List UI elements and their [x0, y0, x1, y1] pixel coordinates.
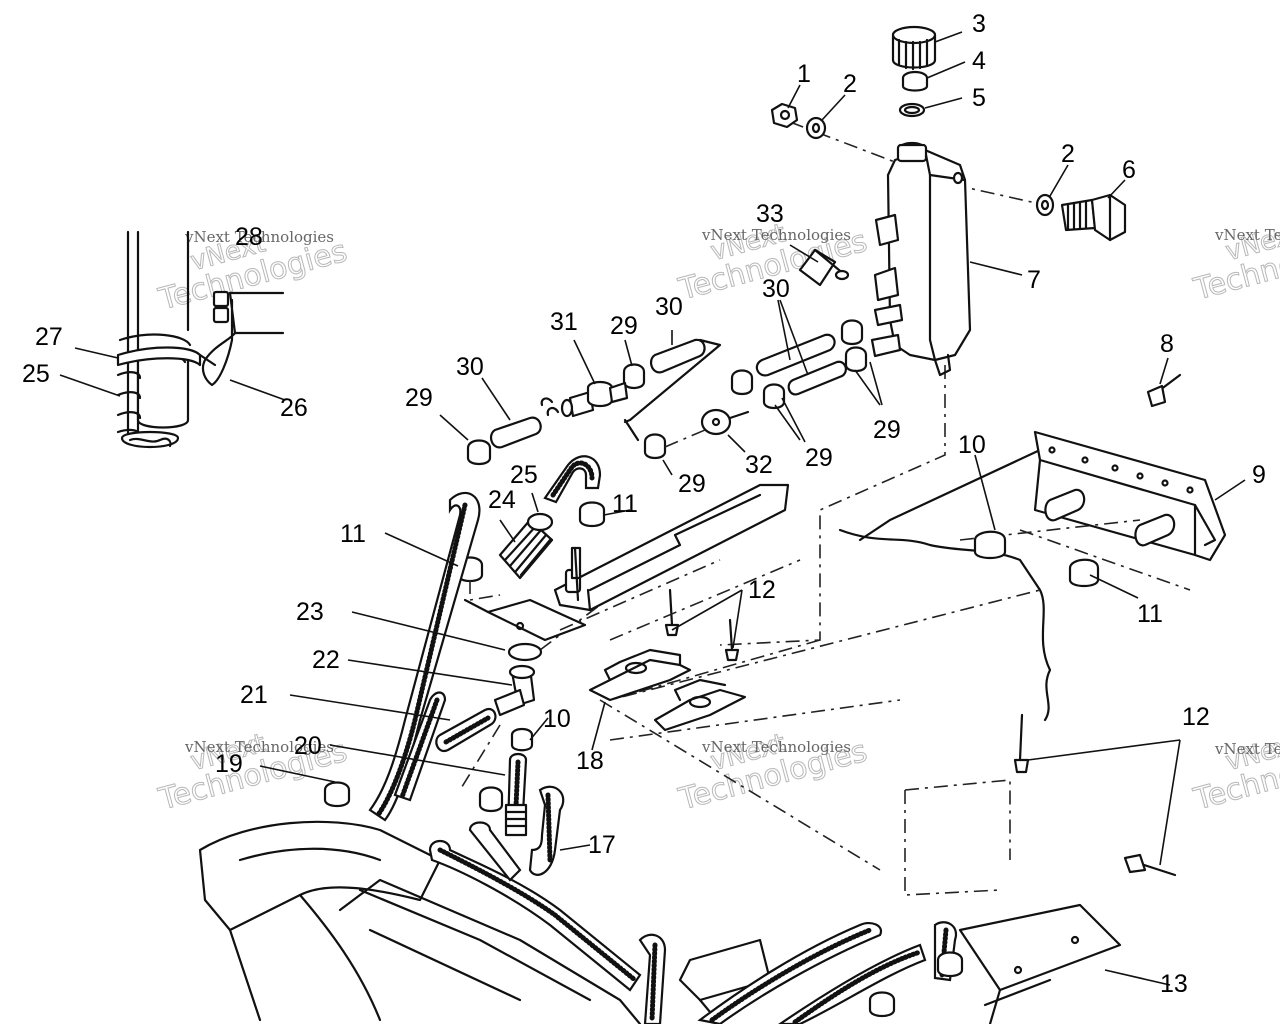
callout-3: 3: [972, 10, 986, 38]
chassis-outline: [539, 365, 1191, 896]
callout-29: 29: [873, 416, 901, 444]
callout-26: 26: [280, 394, 308, 422]
callout-20: 20: [294, 732, 322, 760]
callout-11: 11: [1137, 600, 1163, 628]
tee-fitting: [493, 642, 543, 717]
bellows-hose: [498, 512, 554, 580]
callout-2: 2: [843, 70, 857, 98]
callout-19: 19: [215, 750, 243, 778]
callout-30: 30: [456, 353, 484, 381]
callout-30: 30: [762, 275, 790, 303]
callout-21: 21: [240, 681, 268, 709]
callout-31: 31: [550, 308, 578, 336]
callout-13: 13: [1160, 970, 1188, 998]
callout-22: 22: [312, 646, 340, 674]
nut: [770, 102, 799, 129]
callout-11: 11: [340, 520, 366, 548]
callout-33: 33: [756, 200, 784, 228]
callout-18: 18: [576, 747, 604, 775]
callout-8: 8: [1160, 330, 1174, 358]
elbow-hose: [543, 455, 602, 504]
watermark-small: vNext Technologies: [184, 738, 334, 756]
callout-23: 23: [296, 598, 324, 626]
spring-clamp: [578, 501, 606, 528]
radiator-bracket: [973, 430, 1227, 588]
callout-29: 29: [405, 384, 433, 412]
callout-30: 30: [655, 293, 683, 321]
callout-10: 10: [958, 431, 986, 459]
callout-12: 12: [748, 576, 776, 604]
callout-17: 17: [588, 831, 616, 859]
callout-12: 12: [1182, 703, 1210, 731]
watermark-small: vNext Technologies: [701, 226, 851, 244]
callout-28: 28: [235, 223, 263, 251]
hose-clip: [798, 248, 850, 287]
watermark-small: vNext Technologies: [184, 228, 334, 246]
o-ring: [898, 102, 926, 118]
mounting-brackets: [588, 648, 747, 732]
callout-1: 1: [797, 60, 811, 88]
reservoir-cap: [891, 25, 937, 71]
callout-11: 11: [612, 490, 638, 518]
callout-4: 4: [972, 47, 986, 75]
watermark-small: vNext Technologies: [1214, 226, 1280, 244]
callout-25: 25: [22, 360, 50, 388]
callout-29: 29: [610, 312, 638, 340]
callout-9: 9: [1252, 461, 1266, 489]
callout-29: 29: [678, 470, 706, 498]
callout-6: 6: [1122, 156, 1136, 184]
callout-25: 25: [510, 461, 538, 489]
leader-lines: [59, 31, 1246, 986]
hose-assembly-upper: [466, 319, 868, 466]
callout-2: 2: [1061, 140, 1075, 168]
washer: [805, 116, 827, 140]
inset-detail: [116, 230, 285, 448]
watermark-small: vNext Technologies: [1214, 740, 1280, 758]
heat-exchanger: [553, 483, 790, 612]
coolant-hoses: [323, 491, 964, 1024]
cap-gasket: [901, 70, 929, 92]
callout-24: 24: [488, 486, 516, 514]
callout-5: 5: [972, 84, 986, 112]
callout-7: 7: [1027, 266, 1041, 294]
bolt: [1060, 193, 1127, 242]
washer-right: [1035, 193, 1055, 217]
callout-27: 27: [35, 323, 63, 351]
callout-32: 32: [745, 451, 773, 479]
front-body: [198, 820, 1122, 1024]
callout-10: 10: [543, 705, 571, 733]
callout-29: 29: [805, 444, 833, 472]
coolant-reservoir-tank: [870, 141, 972, 377]
watermark-small: vNext Technologies: [701, 738, 851, 756]
callout-labels: 1 2 2 3 4 5 6 7 8 9 10 10 11 11 11 12 12…: [22, 10, 1266, 998]
